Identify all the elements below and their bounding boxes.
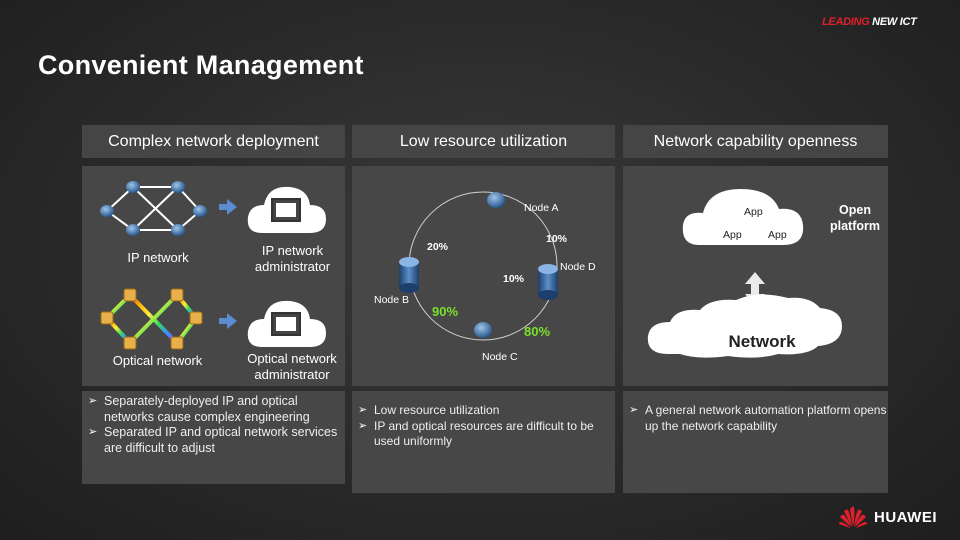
brand-tagline: LEADING NEW ICT: [822, 16, 917, 28]
brand-tag-part2: NEW ICT: [872, 16, 917, 28]
arrow-right-icon: [219, 313, 237, 329]
node-d-label: Node D: [560, 261, 596, 273]
huawei-flower-icon: [839, 506, 867, 528]
app-top-label: App: [744, 206, 763, 218]
app-left-label: App: [723, 229, 742, 241]
col3-heading: Network capability openness: [623, 125, 888, 158]
resource-ring-diagram: [399, 191, 558, 341]
network-label: Network: [728, 332, 796, 351]
col1-heading: Complex network deployment: [82, 125, 345, 158]
open-platform-label: Open platform: [830, 203, 880, 233]
pct-10-top-label: 10%: [546, 233, 568, 245]
page-title: Convenient Management: [38, 50, 364, 80]
node-a-label: Node A: [524, 202, 559, 214]
network-cloud-icon: [647, 294, 842, 358]
optical-network-label: Optical network: [112, 353, 203, 368]
router-icon: [100, 181, 207, 236]
ip-network-label: IP network: [127, 250, 189, 265]
app-right-label: App: [768, 229, 787, 241]
col1-bullet-2: Separated IP and optical network service…: [82, 425, 345, 456]
col3-bullet-1: A general network automation platform op…: [623, 403, 888, 434]
col2-bullets: Low resource utilization IP and optical …: [352, 391, 615, 493]
pct-80-label: 80%: [524, 324, 551, 339]
node-c-label: Node C: [482, 351, 518, 363]
pct-90-label: 90%: [432, 304, 459, 319]
col1-bullets: Separately-deployed IP and optical netwo…: [82, 391, 345, 484]
cloud-computer-icon: [247, 300, 326, 347]
ip-network-diagram: [100, 181, 207, 236]
col2-diagram-panel: [352, 166, 615, 386]
huawei-logo: HUAWEI: [838, 505, 937, 529]
col2-heading: Low resource utilization: [352, 125, 615, 158]
pct-20-label: 20%: [427, 241, 449, 253]
col2-bullet-2: IP and optical resources are difficult t…: [352, 419, 615, 450]
huawei-logo-text: HUAWEI: [874, 508, 937, 526]
brand-tag-part1: LEADING: [822, 16, 870, 28]
optical-cylinder-icon: [399, 257, 558, 300]
col2-bullet-1: Low resource utilization: [352, 403, 615, 419]
cloud-computer-icon: [247, 186, 326, 233]
node-b-label: Node B: [374, 294, 410, 306]
router-icon: [474, 192, 505, 338]
app-cloud-icon: [682, 189, 804, 245]
arrow-right-icon: [219, 199, 237, 215]
optical-node-icon: [100, 288, 203, 350]
optical-admin-label: Optical network administrator: [247, 351, 337, 382]
pct-10-mid-label: 10%: [503, 273, 525, 285]
col1-bullet-1: Separately-deployed IP and optical netwo…: [82, 394, 345, 425]
optical-network-diagram: [100, 288, 203, 350]
col3-bullets: A general network automation platform op…: [623, 391, 888, 493]
ip-admin-label: IP network administrator: [254, 243, 331, 274]
